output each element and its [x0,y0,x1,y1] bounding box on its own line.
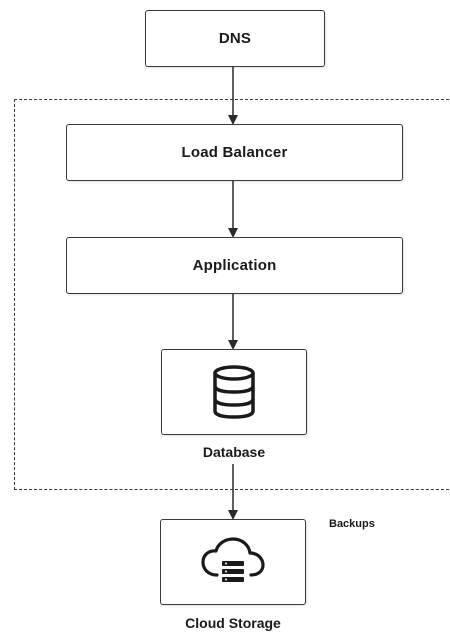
database-label: Database [202,444,266,460]
cloud-storage-node [160,519,306,605]
dns-label: DNS [218,30,252,47]
load-balancer-node: Load Balancer [66,124,403,181]
dashed-boundary [14,99,450,490]
application-node: Application [66,237,403,294]
application-label: Application [192,257,277,274]
cloud-server-icon [201,537,265,582]
database-icon [213,365,255,419]
cloud-storage-label: Cloud Storage [185,615,281,631]
dns-node: DNS [145,10,325,67]
backups-label: Backups [329,518,375,530]
load-balancer-label: Load Balancer [181,144,288,161]
database-node [161,349,307,435]
